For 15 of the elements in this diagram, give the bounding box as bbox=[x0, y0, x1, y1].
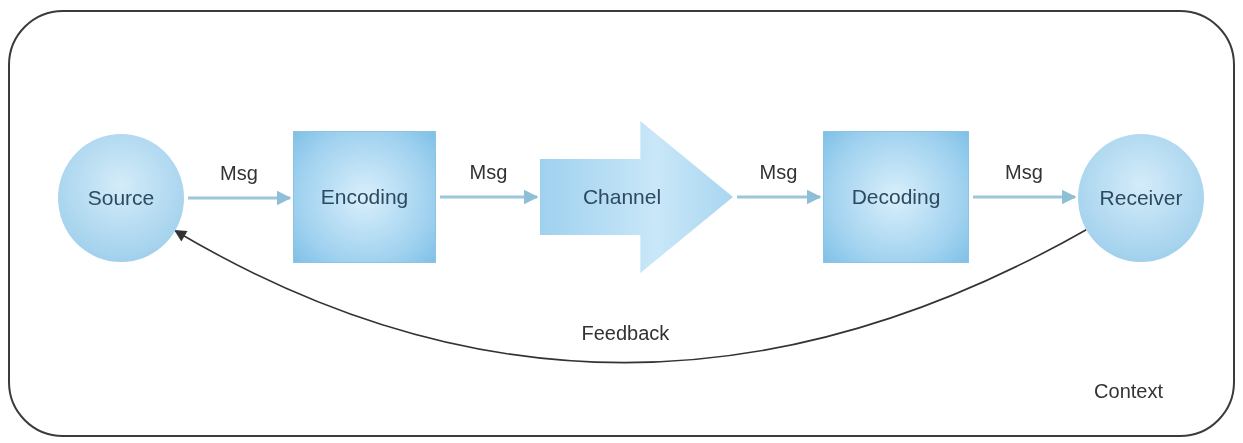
process-box bbox=[823, 131, 969, 263]
node-label: Channel bbox=[582, 185, 662, 209]
process-box bbox=[293, 131, 436, 263]
node-label: Receiver bbox=[1099, 186, 1183, 210]
context-frame bbox=[8, 10, 1235, 437]
arrow bbox=[440, 189, 539, 205]
channel-arrow bbox=[540, 121, 733, 273]
node-label: Encoding bbox=[320, 185, 409, 209]
arrow bbox=[973, 189, 1077, 205]
arrow bbox=[737, 189, 822, 205]
context-label: Context bbox=[1094, 380, 1163, 403]
arrow bbox=[188, 190, 292, 206]
node-label: Decoding bbox=[851, 185, 941, 209]
node-label: Source bbox=[87, 186, 155, 210]
arrow bbox=[174, 228, 1088, 364]
